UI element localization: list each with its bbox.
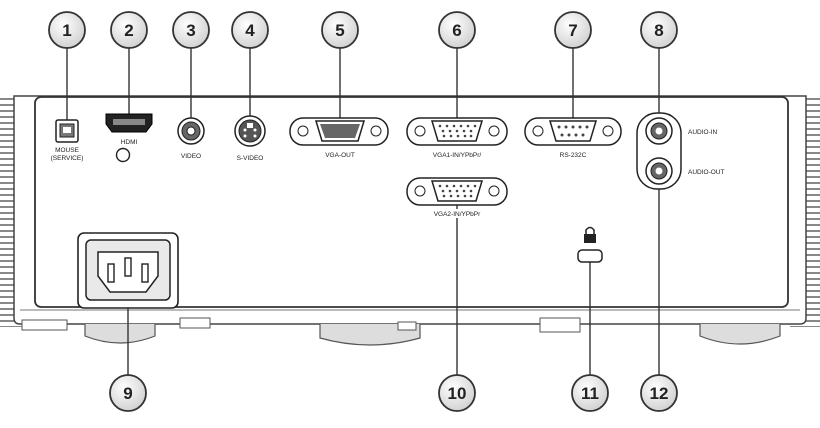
callout-12: 12	[640, 374, 678, 412]
label-video: VIDEO	[181, 153, 201, 160]
callout-number: 7	[568, 21, 577, 40]
callout-number: 12	[650, 384, 669, 403]
d-sub-port-icon	[289, 117, 389, 146]
lock-icon	[584, 226, 596, 243]
label-mouse: MOUSE	[55, 147, 80, 154]
rca-jack-icon	[177, 117, 205, 145]
usb-b-port-icon	[55, 119, 79, 143]
callout-1: 1	[48, 11, 86, 49]
label-vga-out: VGA-OUT	[325, 152, 355, 159]
callout-8: 8	[640, 11, 678, 49]
callout-number: 8	[654, 21, 663, 40]
callout-2: 2	[110, 11, 148, 49]
ac-inlet-icon	[77, 232, 179, 309]
label-audio-out: AUDIO-OUT	[688, 169, 725, 176]
d-sub-port-icon	[406, 117, 508, 146]
hdmi-indicator	[115, 147, 131, 163]
callout-number: 5	[335, 21, 344, 40]
label-audio-in: AUDIO-IN	[688, 129, 718, 136]
callout-number: 4	[245, 21, 255, 40]
callout-number: 9	[123, 384, 132, 403]
callout-5: 5	[321, 11, 359, 49]
foot-center	[319, 324, 421, 346]
label-vga1-in: VGA1-IN/YPbPr/	[433, 152, 482, 159]
hdmi-port-icon	[105, 113, 153, 133]
callout-7: 7	[554, 11, 592, 49]
label-svideo: S-VIDEO	[237, 155, 264, 162]
callout-number: 6	[452, 21, 461, 40]
audio-jack-icon	[645, 117, 673, 145]
label-rs232c: RS-232C	[560, 152, 587, 159]
callout-6: 6	[438, 11, 476, 49]
callout-10: 10	[438, 374, 476, 412]
callout-number: 2	[124, 21, 133, 40]
callout-9: 9	[109, 374, 147, 412]
callout-4: 4	[231, 11, 269, 49]
leader-lines	[66, 48, 660, 376]
label-hdmi: HDMI	[121, 139, 138, 146]
d-sub-port-icon	[524, 117, 622, 146]
label-mouse-service: (SERVICE)	[51, 155, 84, 162]
callout-number: 10	[448, 384, 467, 403]
callout-number: 3	[186, 21, 195, 40]
security-slot	[577, 249, 603, 263]
callout-number: 1	[62, 21, 71, 40]
label-vga2-in: VGA2-IN/YPbPr	[434, 211, 481, 218]
callout-11: 11	[571, 374, 609, 412]
foot-right	[699, 324, 781, 345]
audio-jack-icon	[645, 157, 673, 185]
callout-number: 11	[581, 384, 599, 403]
d-sub-port-icon	[406, 177, 508, 206]
callout-3: 3	[172, 11, 210, 49]
foot-left	[84, 324, 156, 344]
mini-din-port-icon	[234, 115, 266, 147]
